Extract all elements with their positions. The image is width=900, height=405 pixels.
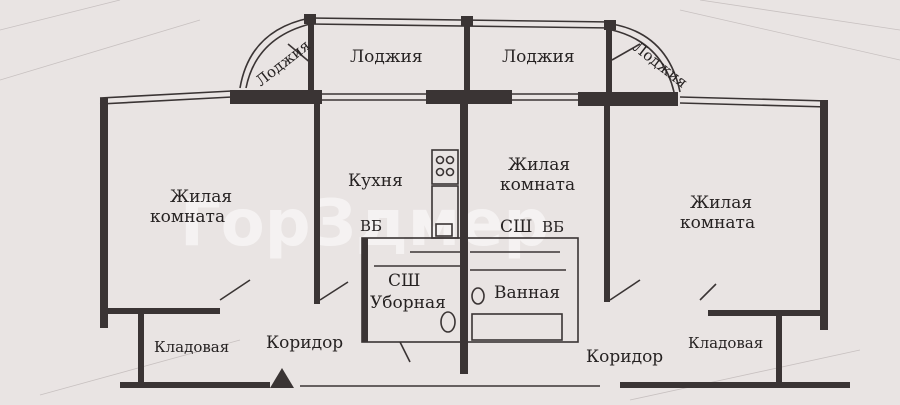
corridor-right-label: Коридор [586,347,663,367]
bathroom-label: Ванная [494,283,560,303]
vb-left-label: ВБ [360,217,382,235]
loggia-structure [239,14,681,98]
living-right-label-1: Жилая [690,193,752,213]
loggia-wall [230,90,678,106]
kitchen-fixtures [431,149,459,239]
kitchen-label: Кухня [348,171,403,191]
living-left-label-2: комната [150,207,225,227]
corridor-left-label: Коридор [266,333,343,353]
interior-walls [108,104,820,386]
loggia-left-label: Лоджия [350,47,423,67]
living-right-label-2: комната [680,213,755,233]
toilet-label: Уборная [370,293,446,313]
ssh-left-label: СШ [388,271,420,291]
loggia-right-label: Лоджия [502,47,575,67]
living-center-label-1: Жилая [508,155,570,175]
living-left-label-1: Жилая [170,187,232,207]
storage-right-label: Кладовая [688,334,763,352]
sanitary-block [361,237,579,363]
storage-left-label: Кладовая [154,338,229,356]
vb-right-label: ВБ [542,218,564,236]
ssh-right-label: СШ [500,217,532,237]
facade-walls [99,90,829,330]
bottom-walls [120,368,850,388]
living-center-label-2: комната [500,175,575,195]
